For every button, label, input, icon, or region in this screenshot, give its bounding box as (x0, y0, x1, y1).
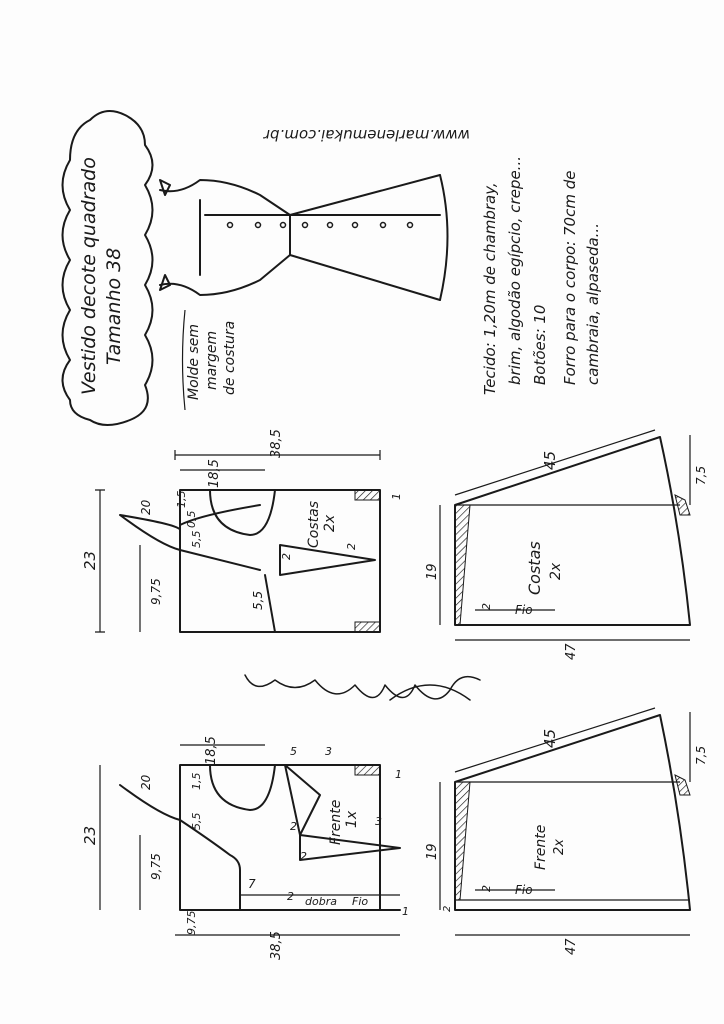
title-line1: Vestido decote quadrado (78, 157, 100, 395)
front-skirt-pattern: 45 7,5 19 47 2 2 Frente 2x Fio (425, 707, 708, 955)
measurement-label: dobra (305, 895, 337, 908)
measurement-label: 2 (480, 603, 493, 610)
title-line2: Tamanho 38 (103, 248, 125, 365)
front-bodice-pattern: 23 38,5 18,5 20 1,5 5,5 9,75 9,75 7 5 3 … (81, 736, 409, 960)
measurement-label: 9,75 (149, 578, 163, 605)
measurement-label: 1,5 (175, 491, 188, 509)
measurement-label: 18,5 (204, 736, 219, 765)
measurement-label: 2x (552, 839, 567, 855)
measurement-label: Frente (533, 825, 549, 870)
measurement-label: brim, algodão egípcio, crepe... (506, 156, 524, 385)
measurement-label: 7 (248, 877, 256, 891)
back-bodice-width-label: 38,5 (269, 429, 284, 458)
measurement-label: 1 (390, 493, 403, 500)
measurement-label: 1 (402, 905, 409, 918)
measurement-label: 5,5 (190, 813, 203, 831)
measurement-label: 7,5 (694, 466, 708, 485)
website-url: www.marlenemukai.com.br (263, 126, 470, 144)
measurement-label: 0,5 (185, 511, 198, 529)
measurement-label: 19 (425, 563, 440, 580)
measurement-label: Molde sem (186, 324, 202, 400)
title-cloud: Vestido decote quadrado Tamanho 38 (61, 110, 154, 426)
measurement-label: 2 (290, 820, 297, 833)
measurement-label: Tecido: 1,20m de chambray, (481, 182, 499, 395)
measurement-label: 2x (548, 562, 564, 580)
measurement-label: 1 (395, 768, 402, 781)
measurement-label: 47 (564, 938, 579, 955)
measurement-label: 2 (442, 906, 453, 912)
measurement-label: cambraia, alpaseda... (584, 223, 602, 385)
seam-allowance-note: Molde sem margem de costura (181, 309, 238, 411)
measurement-label: 9,75 (185, 911, 198, 936)
measurement-label: 1x (344, 810, 360, 828)
measurement-label: Costas (525, 541, 544, 595)
measurement-label: Botões: 10 (531, 305, 549, 385)
measurement-label: 2x (322, 514, 338, 532)
back-bodice-pattern: 23 38,5 18,5 20 1,5 0,5 5,5 9,75 5,5 2 2… (81, 429, 403, 633)
measurement-label: Forro para o corpo: 70cm de (561, 171, 579, 385)
measurement-label: margem (204, 331, 220, 390)
measurement-label: 18,5 (207, 459, 222, 488)
measurement-label: 3 (325, 745, 332, 758)
measurement-label: 5,5 (251, 591, 265, 610)
fabric-notes: Tecido: 1,20m de chambray, brim, algodão… (481, 156, 602, 395)
measurement-label: 2 (280, 553, 293, 560)
measurement-label: 3 (375, 815, 382, 828)
measurement-label: 2 (300, 850, 307, 863)
measurement-label: Costas (306, 501, 322, 548)
measurement-label: 20 (139, 499, 153, 515)
measurement-label: 45 (541, 729, 559, 748)
measurement-label: 23 (81, 551, 99, 570)
measurement-label: 2 (345, 543, 358, 550)
dress-sketch-icon (159, 174, 449, 301)
measurement-label: Fio (515, 603, 533, 617)
measurement-label: 5,5 (190, 531, 203, 549)
signature (244, 674, 481, 701)
measurement-label: 45 (541, 451, 559, 470)
measurement-label: Fio (515, 883, 533, 897)
back-skirt-pattern: 45 7,5 19 47 2 Costas 2x Fio (425, 429, 708, 660)
measurement-label: de costura (222, 321, 238, 395)
measurement-label: Fio (352, 895, 368, 908)
measurement-label: 23 (81, 826, 99, 845)
measurement-label: 9,75 (149, 853, 163, 880)
measurement-label: 2 (287, 890, 294, 903)
measurement-label: 19 (425, 843, 440, 860)
measurement-label: 47 (564, 643, 579, 660)
measurement-label: 2 (480, 885, 493, 892)
measurement-label: 5 (290, 745, 297, 758)
measurement-label: 7,5 (694, 746, 708, 765)
measurement-label: 1,5 (190, 773, 203, 791)
measurement-label: 38,5 (269, 931, 284, 960)
measurement-label: Frente (328, 800, 344, 845)
measurement-label: 20 (139, 774, 153, 790)
